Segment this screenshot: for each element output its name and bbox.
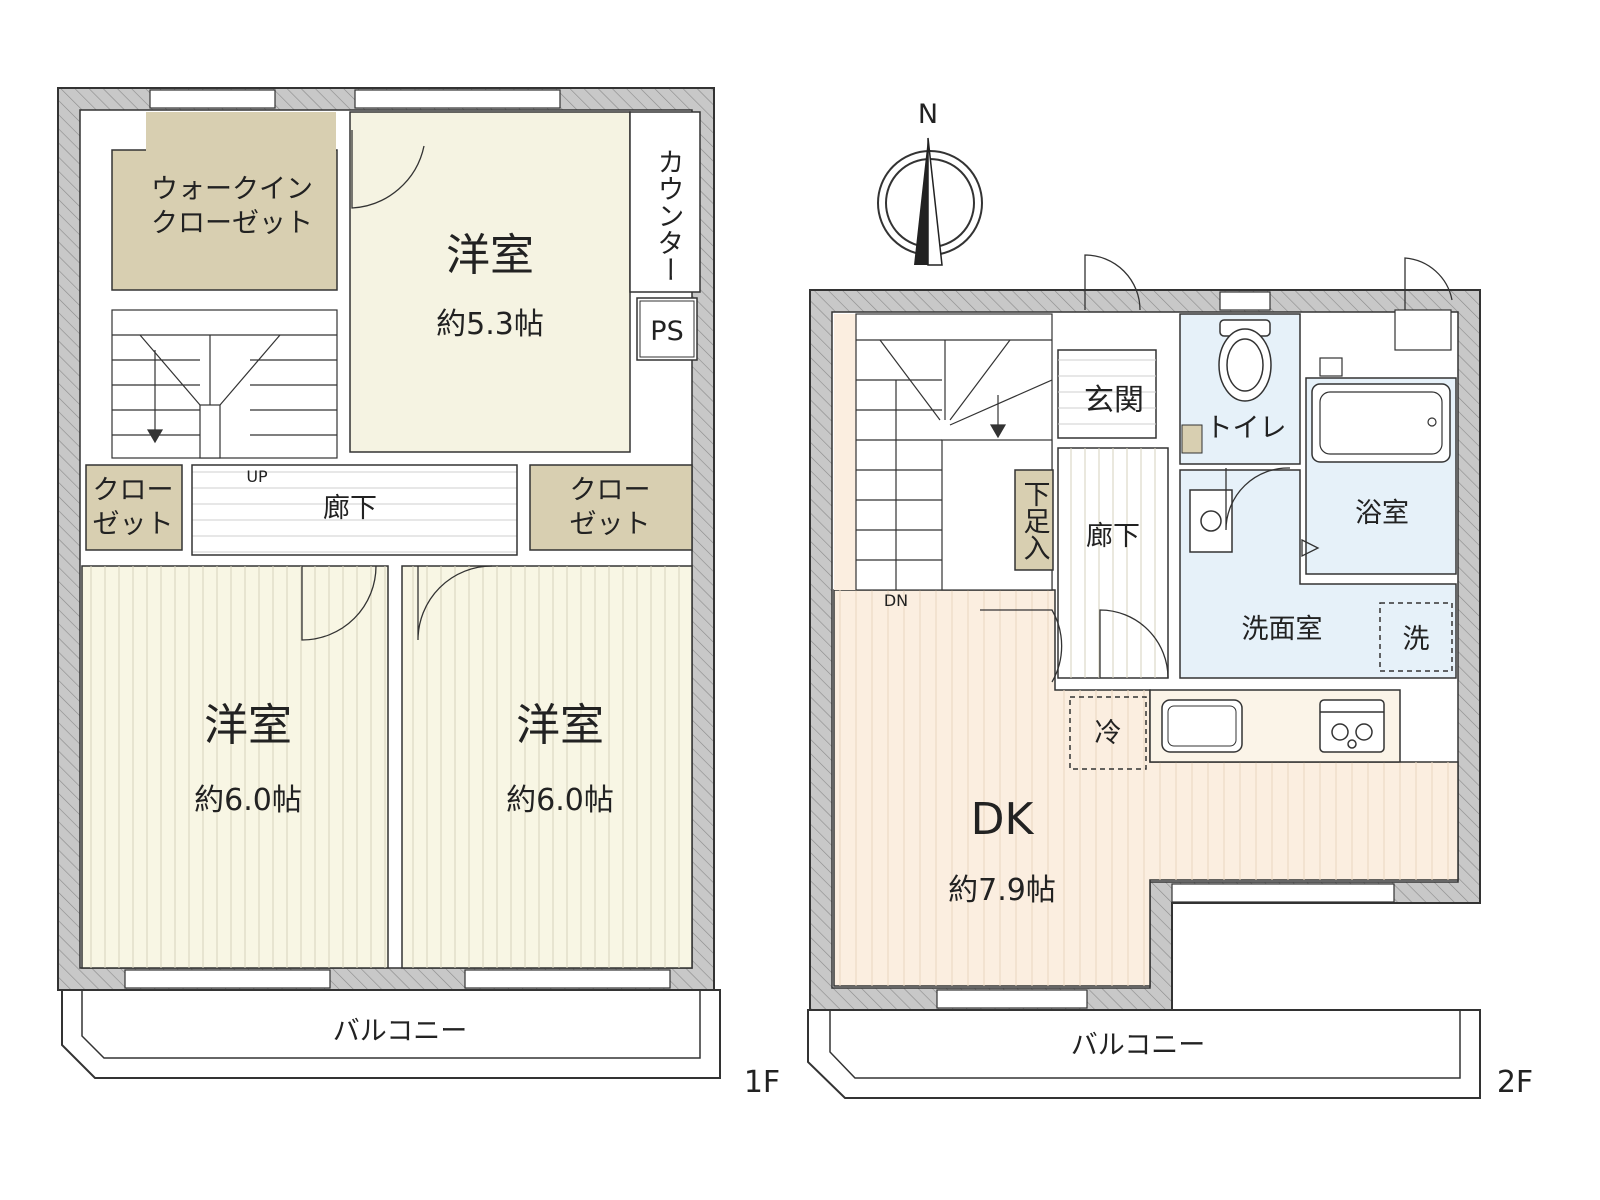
floor-2f-label: 2F — [1497, 1065, 1533, 1100]
floor-1: ウォークイン クローゼット 洋室 約5.3帖 カウンター PS UP 廊下 クロ… — [57, 87, 780, 1100]
washer-space — [1379, 602, 1453, 672]
closet-left — [85, 464, 183, 551]
doors-1f — [301, 130, 493, 641]
closet-right-label-2: ゼット — [570, 509, 651, 540]
washer-label: 洗 — [1403, 624, 1430, 655]
room-southwest-name: 洋室 — [204, 700, 292, 751]
room-north-area: 約5.3帖 — [436, 307, 544, 342]
compass-label: N — [918, 99, 938, 130]
compass-icon — [877, 137, 983, 266]
balcony-1f-label: バルコニー — [333, 1016, 467, 1047]
toilet-sink — [1181, 424, 1203, 454]
closet-right-label-1: クロー — [570, 475, 651, 506]
dk-name: DK — [971, 794, 1035, 845]
closet-notch — [146, 112, 336, 152]
hallway-2f-label: 廊下 — [1086, 521, 1140, 552]
balcony-2f-inner — [829, 1009, 1461, 1079]
hallway-1f-label: 廊下 — [323, 493, 377, 524]
hallway-1f — [191, 464, 518, 556]
doors-2f — [980, 254, 1453, 683]
room-southwest-area: 約6.0帖 — [194, 783, 302, 818]
pipe-space-label: PS — [650, 316, 683, 347]
fridge-label: 冷 — [1095, 718, 1122, 749]
closet-left-label-2: ゼット — [93, 509, 174, 540]
toilet-icon — [1218, 319, 1272, 402]
balcony-2f-label: バルコニー — [1071, 1030, 1205, 1061]
washroom-label: 洗面室 — [1242, 614, 1323, 645]
stove-icon — [1319, 699, 1385, 753]
shoe-box — [1014, 469, 1054, 571]
pipe-space — [636, 297, 698, 361]
closet-right — [529, 464, 693, 551]
bathroom-label: 浴室 — [1355, 498, 1409, 529]
stairs-up-label: UP — [246, 467, 268, 486]
windows-1f — [124, 89, 671, 989]
dk-area: 約7.9帖 — [948, 873, 1056, 908]
counter — [629, 111, 701, 293]
windows-2f — [936, 291, 1452, 1009]
fridge-space — [1069, 696, 1147, 770]
walk-in-closet — [111, 149, 338, 291]
room-north-1f — [349, 111, 631, 453]
walk-in-closet-label-1: ウォークイン — [151, 174, 313, 205]
room-north-name: 洋室 — [446, 230, 534, 281]
stairs-dn-label: DN — [884, 591, 908, 610]
bathtub-icon — [1311, 383, 1451, 463]
sink-icon — [1161, 699, 1243, 753]
closet-left-label-1: クロー — [93, 475, 174, 506]
entrance-label: 玄関 — [1084, 383, 1144, 418]
floor-1f-label: 1F — [744, 1065, 780, 1100]
counter-label: カウンター — [653, 148, 684, 283]
room-southeast-area: 約6.0帖 — [506, 783, 614, 818]
stairs-1f — [111, 309, 338, 459]
walk-in-closet-label-2: クローゼット — [151, 208, 313, 239]
washroom — [1179, 469, 1457, 679]
room-southeast-name: 洋室 — [516, 700, 604, 751]
shoe-box-label: 下足入 — [1019, 480, 1050, 561]
floor-2: N — [807, 99, 1533, 1100]
washbasin-icon — [1189, 489, 1233, 553]
toilet-label: トイレ — [1206, 413, 1287, 444]
